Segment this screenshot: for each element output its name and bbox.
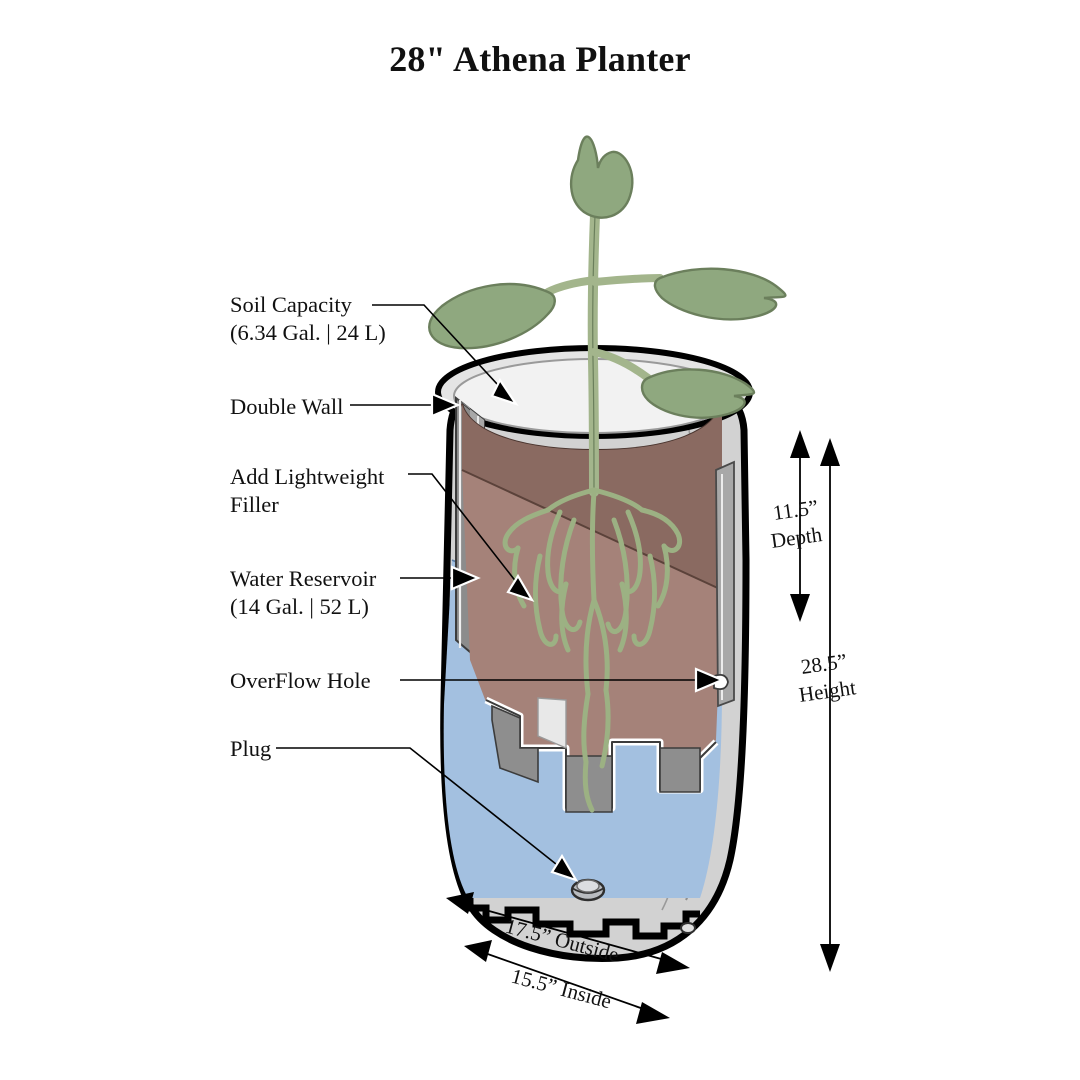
dimension-depth-value: 11.5” [771, 495, 819, 525]
dimension-depth: 11.5” Depth [769, 430, 824, 622]
label-water-reservoir-line2: (14 Gal. | 52 L) [230, 594, 369, 619]
label-double-wall: Double Wall [230, 394, 343, 419]
label-water-reservoir-line1: Water Reservoir [230, 566, 377, 591]
arrowhead-water-reservoir [450, 565, 481, 591]
arrowhead-plug [550, 853, 579, 882]
planter-cutaway-interior [443, 395, 735, 898]
label-soil-capacity-line2: (6.34 Gal. | 24 L) [230, 320, 386, 345]
wick-leg-left [491, 704, 539, 784]
leaf-top [570, 135, 634, 219]
label-lightweight-filler-line1: Add Lightweight [230, 464, 385, 489]
branch-right [591, 274, 664, 286]
dimension-inside-arrow-right [636, 1002, 670, 1024]
leader-plug [276, 747, 567, 873]
arrowhead-overflow-hole [694, 667, 725, 693]
basket-floor-plate [537, 697, 567, 750]
callout-leaders [276, 304, 725, 882]
plant-stem-outline [592, 169, 598, 493]
wick-leg-center [565, 755, 613, 813]
leaf-lower-right [640, 368, 756, 419]
page-title: 28" Athena Planter [389, 39, 691, 79]
dimension-height-arrow-bottom [820, 944, 840, 972]
dimension-depth-arrow-top [790, 430, 810, 458]
dimension-height: 28.5” Height [797, 438, 857, 972]
label-lightweight-filler-line2: Filler [230, 492, 279, 517]
dimension-inside-arrow-left [464, 940, 492, 962]
dimension-outside-line [463, 903, 673, 963]
drain-plug [570, 878, 606, 902]
label-overflow-hole: OverFlow Hole [230, 668, 371, 693]
callout-labels: Soil Capacity (6.34 Gal. | 24 L) Double … [230, 292, 386, 761]
soil-cut-face [462, 470, 722, 808]
leaf-left [428, 282, 556, 350]
label-soil-capacity-line1: Soil Capacity [230, 292, 353, 317]
foot-detail-right [680, 922, 696, 934]
arrowhead-lightweight-filler [506, 573, 535, 602]
dimension-depth-arrow-bottom [790, 594, 810, 622]
dimension-outside-arrow-right [656, 952, 690, 974]
leaf-right [653, 267, 787, 321]
arrowhead-soil-capacity [490, 377, 519, 407]
dimension-height-arrow-top [820, 438, 840, 466]
dimension-height-name: Height [797, 675, 857, 707]
wick-leg-right [659, 747, 701, 793]
label-plug: Plug [230, 736, 271, 761]
branch-lower-right [590, 348, 652, 382]
dimension-height-value: 28.5” [799, 649, 848, 679]
dimension-inside-text: 15.5” Inside [509, 964, 614, 1014]
arrowhead-double-wall [430, 392, 461, 418]
dimension-depth-name: Depth [769, 522, 824, 553]
branch-left [544, 276, 599, 296]
leader-soil-capacity [372, 304, 511, 399]
leader-lightweight-filler [408, 473, 525, 593]
root-system [502, 487, 682, 813]
dimension-inside-line [481, 951, 653, 1013]
dimension-outside-arrow-left [446, 892, 474, 914]
plant-illustration [428, 135, 787, 813]
inner-wall-right-face [715, 460, 735, 708]
